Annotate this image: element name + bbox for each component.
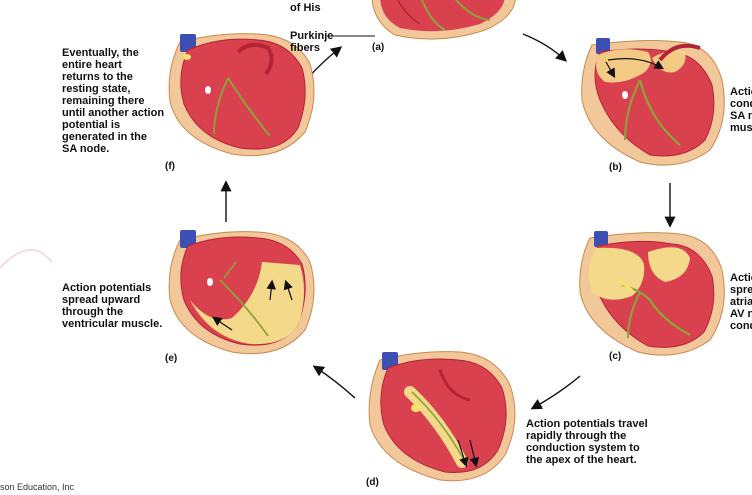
heart-d	[368, 351, 516, 482]
bundle-of-his-label: of His	[290, 2, 321, 14]
purkinje-fibers-label: Purkinje fibers	[290, 30, 334, 54]
heart-e	[168, 230, 315, 355]
heart-a	[371, 0, 516, 40]
panel-f-caption: Eventually, the entire heart returns to …	[62, 47, 165, 155]
panel-label-b: (b)	[609, 162, 622, 173]
panel-label-d: (d)	[366, 477, 379, 488]
panel-c-caption: Actio spre atria AV n cond	[730, 272, 752, 332]
panel-label-f: (f)	[165, 161, 175, 172]
panel-e-caption: Action potentials spread upward through …	[62, 282, 163, 330]
heart-c	[579, 231, 725, 356]
arrow-a-to-b	[522, 33, 568, 62]
heart-b	[581, 38, 725, 166]
panel-label-a: (a)	[372, 42, 385, 53]
arrow-d-to-e	[312, 365, 356, 399]
background-outline	[0, 248, 53, 269]
panel-d-caption: Action potentials travel rapidly through…	[526, 418, 648, 466]
arrow-c-to-d	[530, 375, 581, 410]
panel-label-e: (e)	[165, 353, 178, 364]
heart-f	[168, 33, 315, 157]
panel-label-c: (c)	[609, 351, 622, 362]
panel-b-caption: Actio cond SA n mus	[730, 86, 752, 134]
copyright-text: son Education, Inc	[0, 482, 75, 492]
